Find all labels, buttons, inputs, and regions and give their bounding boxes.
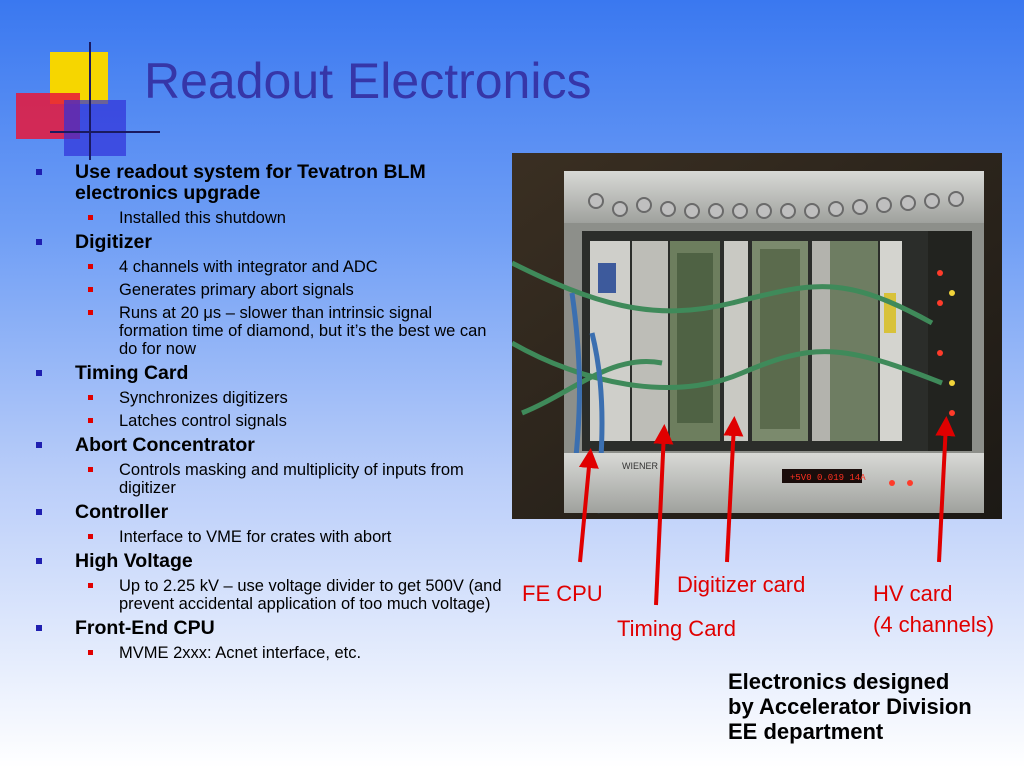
footer-line1: Electronics designed	[728, 669, 950, 694]
callout-hv-card: HV card (4 channels)	[873, 578, 994, 640]
callout-hv-card-line2: (4 channels)	[873, 612, 995, 637]
bullet-high-voltage: High Voltage	[30, 551, 505, 572]
callout-timing-card: Timing Card	[617, 616, 736, 641]
sub-bullet: Generates primary abort signals	[30, 281, 505, 299]
sub-bullet: 4 channels with integrator and ADC	[30, 258, 505, 276]
sub-bullet: Interface to VME for crates with abort	[30, 528, 505, 546]
sub-bullet: Synchronizes digitizers	[30, 389, 505, 407]
crate-illustration: +5V0 0.019 14A WIENER	[512, 153, 1002, 519]
electronics-crate-photo: +5V0 0.019 14A WIENER	[512, 153, 1002, 519]
crate-display-readout: +5V0 0.019 14A	[790, 473, 866, 483]
slide-logo-decoration	[16, 42, 160, 160]
footer-line3: EE department	[728, 719, 884, 744]
bullet-controller: Controller	[30, 502, 505, 523]
sub-bullet: Latches control signals	[30, 412, 505, 430]
sub-bullet: Up to 2.25 kV – use voltage divider to g…	[30, 577, 505, 613]
bullet-digitizer: Digitizer	[30, 232, 505, 253]
bullet-list: Use readout system for Tevatron BLM elec…	[30, 157, 505, 662]
callout-fe-cpu: FE CPU	[522, 581, 603, 606]
sub-bullet: Controls masking and multiplicity of inp…	[30, 461, 505, 497]
crate-brand-label: WIENER	[622, 461, 659, 471]
bullet-front-end-cpu: Front-End CPU	[30, 618, 505, 639]
bullet-readout-system: Use readout system for Tevatron BLM elec…	[30, 162, 505, 204]
sub-bullet: Installed this shutdown	[30, 209, 505, 227]
footer-line2: by Accelerator Division	[728, 694, 972, 719]
sub-bullet: MVME 2xxx: Acnet interface, etc.	[30, 644, 505, 662]
bullet-abort-concentrator: Abort Concentrator	[30, 435, 505, 456]
sub-bullet: Runs at 20 μs – slower than intrinsic si…	[30, 304, 505, 358]
callout-hv-card-line1: HV card	[873, 581, 953, 606]
bullet-timing-card: Timing Card	[30, 363, 505, 384]
slide-title: Readout Electronics	[144, 53, 592, 109]
footer-credit: Electronics designed by Accelerator Divi…	[728, 669, 972, 744]
callout-digitizer-card: Digitizer card	[677, 572, 806, 597]
